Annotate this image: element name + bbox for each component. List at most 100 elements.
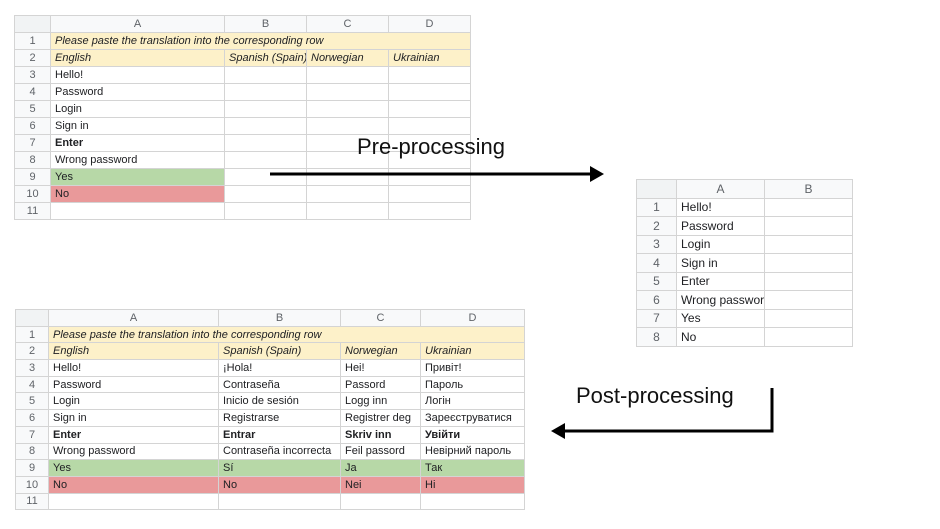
cell-a[interactable]: No xyxy=(48,475,219,494)
cell-a[interactable]: Password xyxy=(676,216,765,236)
cell-d[interactable]: Ukrainian xyxy=(388,49,471,67)
cell-b[interactable]: Spanish (Spain) xyxy=(224,49,307,67)
cell-d[interactable] xyxy=(388,202,471,220)
cell-c[interactable]: Logg inn xyxy=(340,392,421,411)
cell-d[interactable]: Так xyxy=(420,459,525,477)
cell-c[interactable]: Hei! xyxy=(340,359,421,377)
row-number[interactable]: 3 xyxy=(15,359,49,377)
cell-a[interactable]: Password xyxy=(48,375,219,394)
cell-c[interactable] xyxy=(306,168,389,186)
cell-b[interactable] xyxy=(764,327,853,347)
cell-a[interactable]: Sign in xyxy=(50,117,225,135)
cell-a[interactable]: Hello! xyxy=(676,197,765,217)
row-number[interactable]: 8 xyxy=(636,327,677,347)
cell-a[interactable]: Enter xyxy=(676,271,765,291)
cell-c[interactable] xyxy=(306,66,389,84)
cell-a[interactable]: English xyxy=(50,49,225,67)
row-number[interactable]: 2 xyxy=(636,216,677,236)
cell-a[interactable]: Login xyxy=(676,234,765,254)
column-header-c[interactable]: C xyxy=(306,15,389,33)
cell-a[interactable]: Yes xyxy=(50,168,225,186)
cell-c[interactable]: Skriv inn xyxy=(340,425,421,444)
cell-a[interactable]: Wrong password xyxy=(48,442,219,461)
cell-d[interactable]: Ні xyxy=(420,475,525,494)
cell-a[interactable]: English xyxy=(48,342,219,361)
cell-b[interactable] xyxy=(224,168,307,186)
row-number[interactable]: 1 xyxy=(636,197,677,217)
cell-d[interactable]: Увійти xyxy=(420,425,525,444)
row-number[interactable]: 1 xyxy=(14,32,51,50)
row-number[interactable]: 11 xyxy=(15,492,49,511)
row-number[interactable]: 4 xyxy=(15,375,49,394)
cell-b[interactable] xyxy=(224,117,307,135)
cell-c[interactable]: Feil passord xyxy=(340,442,421,461)
column-header-c[interactable]: C xyxy=(340,309,421,327)
cell-b[interactable] xyxy=(224,83,307,101)
cell-a[interactable]: Enter xyxy=(48,425,219,444)
cell-c[interactable]: Norwegian xyxy=(340,342,421,361)
cell-a[interactable]: Please paste the translation into the co… xyxy=(48,325,525,344)
column-header-d[interactable]: D xyxy=(420,309,525,327)
cell-b[interactable] xyxy=(764,308,853,328)
row-number[interactable]: 5 xyxy=(14,100,51,118)
cell-c[interactable] xyxy=(306,100,389,118)
row-number[interactable]: 11 xyxy=(14,202,51,220)
cell-b[interactable] xyxy=(764,253,853,273)
cell-d[interactable]: Зареєструватися xyxy=(420,409,525,427)
row-number[interactable]: 9 xyxy=(14,168,51,186)
cell-b[interactable]: Entrar xyxy=(218,425,341,444)
row-number[interactable]: 2 xyxy=(14,49,51,67)
cell-d[interactable]: Невірний пароль xyxy=(420,442,525,461)
cell-a[interactable]: Login xyxy=(50,100,225,118)
row-number[interactable]: 5 xyxy=(636,271,677,291)
cell-b[interactable] xyxy=(224,66,307,84)
cell-b[interactable] xyxy=(764,271,853,291)
cell-b[interactable] xyxy=(224,202,307,220)
cell-a[interactable]: Login xyxy=(48,392,219,411)
cell-d[interactable] xyxy=(388,100,471,118)
row-number[interactable]: 2 xyxy=(15,342,49,361)
cell-b[interactable] xyxy=(224,134,307,152)
cell-c[interactable] xyxy=(306,202,389,220)
cell-a[interactable]: Sign in xyxy=(48,409,219,427)
column-header-d[interactable]: D xyxy=(388,15,471,33)
cell-b[interactable]: Registrarse xyxy=(218,409,341,427)
column-header-a[interactable]: A xyxy=(50,15,225,33)
cell-a[interactable]: No xyxy=(676,327,765,347)
cell-a[interactable]: Sign in xyxy=(676,253,765,273)
column-header-a[interactable]: A xyxy=(48,309,219,327)
row-number[interactable]: 10 xyxy=(14,185,51,203)
cell-b[interactable]: Inicio de sesión xyxy=(218,392,341,411)
row-number[interactable]: 1 xyxy=(15,325,49,344)
cell-c[interactable] xyxy=(306,185,389,203)
cell-a[interactable]: Wrong password xyxy=(676,290,765,310)
select-all-corner[interactable] xyxy=(15,309,49,327)
cell-d[interactable] xyxy=(420,492,525,511)
cell-c[interactable] xyxy=(306,117,389,135)
cell-c[interactable]: Ja xyxy=(340,459,421,477)
cell-d[interactable]: Ukrainian xyxy=(420,342,525,361)
cell-a[interactable]: Hello! xyxy=(50,66,225,84)
row-number[interactable]: 3 xyxy=(14,66,51,84)
row-number[interactable]: 6 xyxy=(636,290,677,310)
cell-b[interactable]: No xyxy=(218,475,341,494)
column-header-b[interactable]: B xyxy=(224,15,307,33)
cell-b[interactable] xyxy=(764,234,853,254)
cell-a[interactable] xyxy=(48,492,219,511)
cell-d[interactable] xyxy=(388,66,471,84)
cell-d[interactable]: Привіт! xyxy=(420,359,525,377)
cell-c[interactable]: Norwegian xyxy=(306,49,389,67)
cell-b[interactable]: ¡Hola! xyxy=(218,359,341,377)
column-header-b[interactable]: B xyxy=(764,179,853,199)
cell-a[interactable]: Wrong password xyxy=(50,151,225,169)
row-number[interactable]: 6 xyxy=(14,117,51,135)
cell-b[interactable] xyxy=(224,151,307,169)
cell-b[interactable] xyxy=(764,216,853,236)
row-number[interactable]: 7 xyxy=(14,134,51,152)
row-number[interactable]: 7 xyxy=(15,425,49,444)
select-all-corner[interactable] xyxy=(636,179,677,199)
cell-a[interactable]: Enter xyxy=(50,134,225,152)
cell-a[interactable]: No xyxy=(50,185,225,203)
cell-b[interactable] xyxy=(224,185,307,203)
row-number[interactable]: 9 xyxy=(15,459,49,477)
